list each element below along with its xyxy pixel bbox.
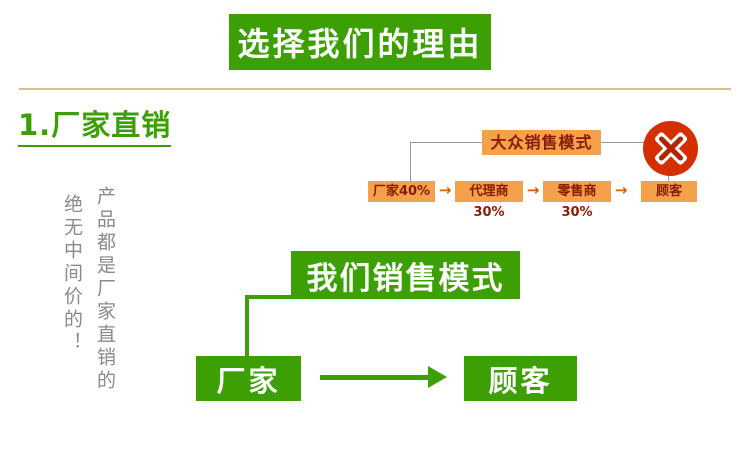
our-model-title: 我们销售模式 — [306, 260, 505, 297]
flow-step-retailer: 零售商30% — [543, 181, 611, 220]
our-model-box: 我们销售模式 — [291, 251, 520, 299]
flow-arrow-icon: → — [526, 181, 540, 199]
flow-step-agent: 代理商30% — [455, 181, 523, 220]
flow-arrow-icon: → — [438, 181, 452, 199]
connector-line-green — [245, 295, 293, 299]
green-arrow-shaft — [320, 375, 430, 380]
factory-box: 厂家 — [196, 356, 301, 401]
connector-line — [410, 142, 411, 181]
section-title: 1.厂家直销 — [18, 102, 172, 147]
factory-label: 厂家 — [216, 363, 281, 398]
side-note-column-1: 产品都是厂家直销的 — [94, 186, 116, 393]
flow-step-factory: 厂家40% — [368, 181, 435, 202]
connector-line — [410, 142, 482, 143]
flow-arrow-icon: → — [614, 181, 628, 199]
flow-step-customer: 顾客 — [641, 181, 697, 202]
mass-model-label: 大众销售模式 — [482, 130, 601, 155]
customer-label: 顾客 — [488, 363, 553, 398]
prohibited-icon — [643, 121, 698, 176]
connector-line-green — [245, 295, 249, 356]
title-banner: 选择我们的理由 — [229, 14, 491, 70]
title-banner-text: 选择我们的理由 — [237, 25, 483, 63]
side-note-column-2: 绝无中间价的！ — [61, 194, 83, 355]
customer-box: 顾客 — [464, 356, 577, 401]
divider-line — [19, 88, 731, 90]
connector-line — [601, 142, 668, 143]
green-arrow-head-icon — [428, 366, 447, 388]
